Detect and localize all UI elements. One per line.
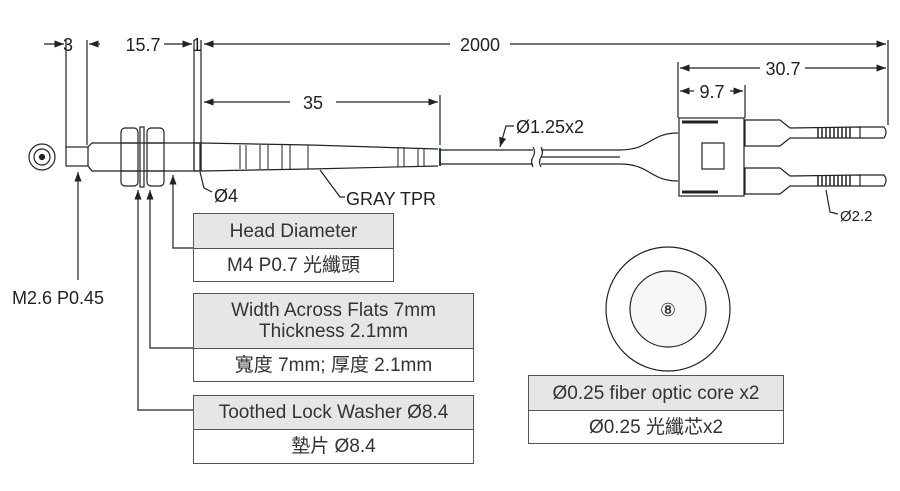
head-diameter-zh: M4 P0.7 光纖頭 xyxy=(193,248,394,282)
dim-connector: 30.7 xyxy=(765,59,800,79)
callout-diameter: Ø4 xyxy=(214,186,238,206)
dim-connector-body: 9.7 xyxy=(699,82,724,102)
core-symbol: ⑧ xyxy=(660,300,676,320)
dim-tip: 3 xyxy=(63,35,73,55)
washer-zh: 墊片 Ø8.4 xyxy=(193,429,474,464)
dim-boot: 35 xyxy=(303,93,323,113)
callout-jacket: GRAY TPR xyxy=(346,189,436,209)
washer-label: Toothed Lock Washer Ø8.4 xyxy=(193,395,474,430)
callout-thread: M2.6 P0.45 xyxy=(12,288,104,308)
fiber-core-zh: Ø0.25 光纖芯x2 xyxy=(528,410,784,444)
callout-cable: Ø1.25x2 xyxy=(516,117,584,137)
nut-spec-label: Width Across Flats 7mm Thickness 2.1mm xyxy=(193,293,474,349)
dim-body: 15.7 xyxy=(125,35,160,55)
fiber-core-label: Ø0.25 fiber optic core x2 xyxy=(528,375,784,411)
callout-pin: Ø2.2 xyxy=(840,208,873,225)
nut-spec-zh: 寬度 7mm; 厚度 2.1mm xyxy=(193,348,474,382)
dim-flange: 1 xyxy=(192,35,202,55)
head-diameter-label: Head Diameter xyxy=(193,213,394,249)
dim-total: 2000 xyxy=(460,35,500,55)
